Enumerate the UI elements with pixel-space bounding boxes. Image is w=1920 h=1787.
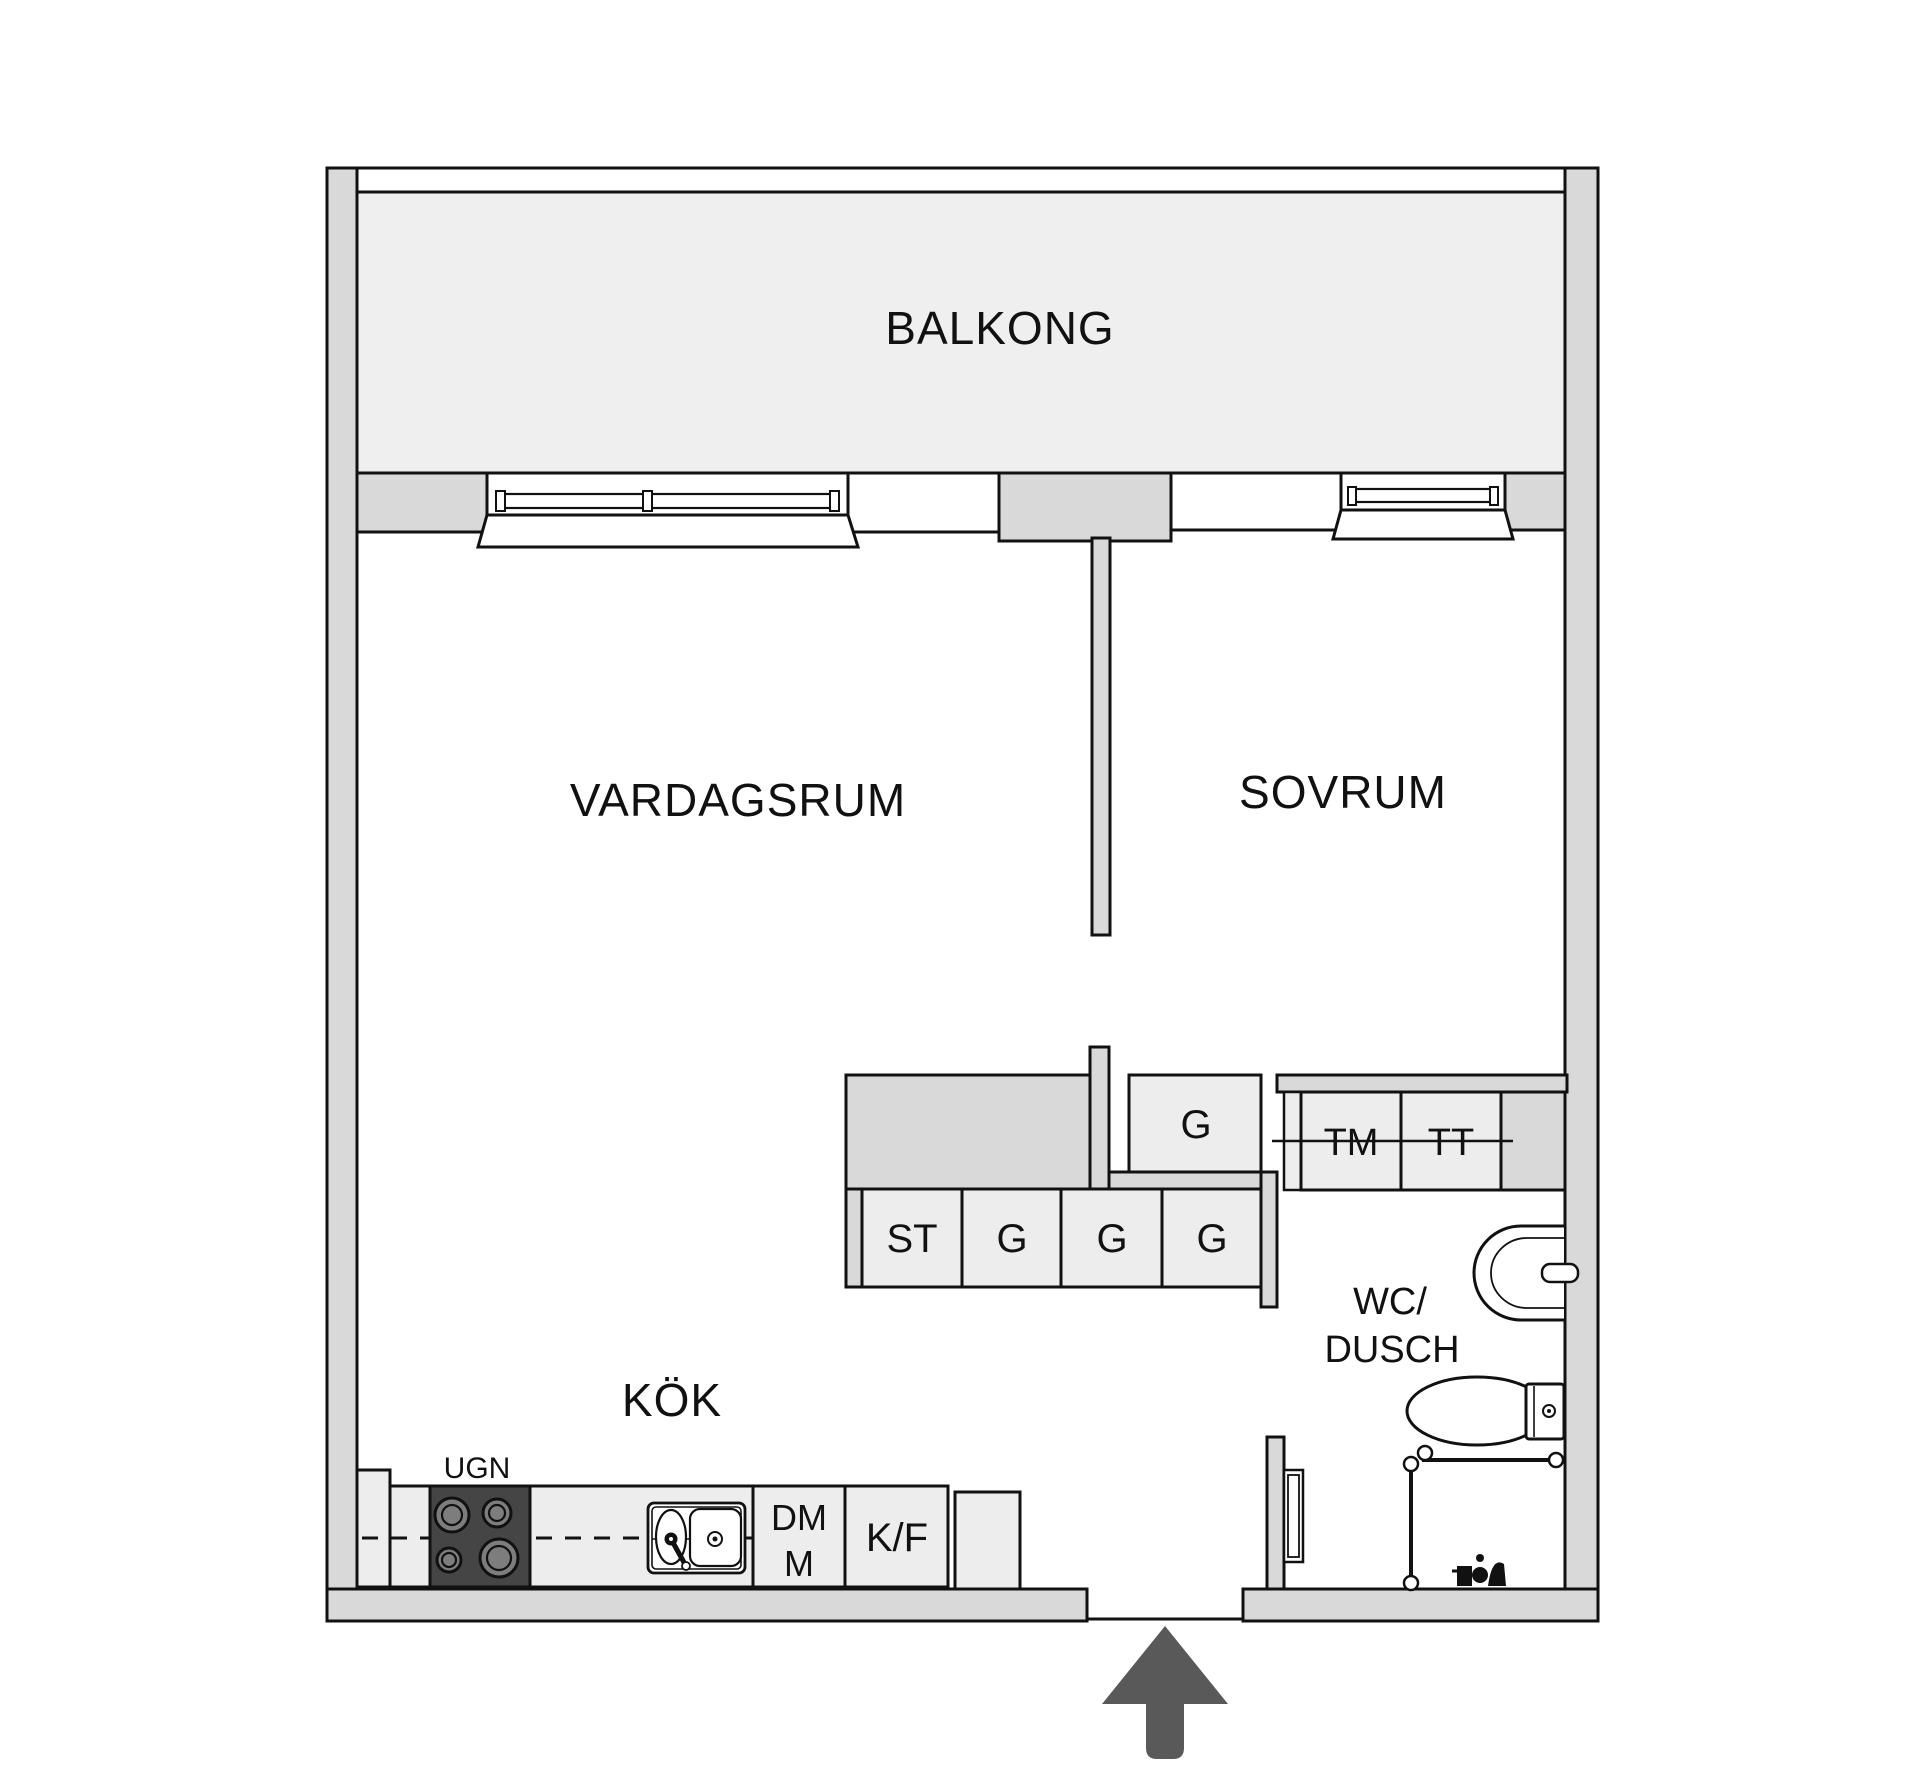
wall-balcony-left-segment [355,471,489,534]
kitchen-sink [646,1501,747,1575]
closet-g1-label: G [996,1217,1027,1261]
balcony-railing [355,166,1567,194]
wall-hall-main [844,1073,1092,1191]
wall-wc-left-upper [1259,1170,1279,1309]
balcony-door-block [997,471,1173,543]
living-room-label: VARDAGSRUM [570,774,906,826]
fridge-freezer-box [843,1484,950,1589]
micro-label: M [784,1543,814,1584]
wall-left-outer [325,166,359,1623]
closet-st-label: ST [886,1217,937,1261]
kitchen-end-cabinet [355,1468,392,1589]
wall-bottom-left [325,1587,1089,1623]
dishwasher-label: DM [771,1497,827,1538]
living-room-window-sill [476,513,861,549]
wall-closet-row-end [844,1187,864,1289]
bedroom-window [1331,471,1515,541]
kitchen-cabinet-entry-side [953,1490,1022,1591]
bathroom-sink [1472,1224,1580,1322]
dishwasher-box [751,1484,847,1589]
shower-drain-icon [1452,1554,1506,1586]
wall-bedroom-bottom-band [1275,1073,1569,1094]
wall-partition-living-bedroom [1090,536,1112,937]
shower-enclosure [1402,1444,1565,1592]
bathroom-label-line1: WC/ [1353,1281,1427,1323]
toilet [1405,1375,1566,1447]
closet-g3 [1160,1187,1263,1289]
entry-arrow-icon [1102,1626,1228,1759]
fridge-freezer-label: K/F [866,1516,928,1560]
closet-g3-label: G [1196,1217,1227,1261]
bedroom-label: SOVRUM [1239,766,1447,818]
wall-right-outer [1563,166,1600,1623]
wall-hall-stub [1088,1045,1111,1191]
wall-white-segment-bedroom [1169,471,1343,532]
closet-single-g-label: G [1180,1103,1211,1147]
dryer-label: TT [1428,1122,1474,1164]
balcony-door-panel [846,471,1001,534]
closet-g2-label: G [1096,1217,1127,1261]
entry-door-leaf [1282,1468,1305,1564]
balcony-floor [355,190,1567,475]
wall-balcony-right-segment [1503,471,1567,532]
bathroom-sink-faucet [1540,1262,1580,1284]
wall-under-closet-g [1107,1170,1263,1191]
bedroom-window-sill [1331,508,1515,541]
washing-machine-label: TM [1324,1122,1379,1164]
bathroom-label-line2: DUSCH [1324,1329,1459,1371]
kitchen-label: KÖK [622,1374,722,1426]
wall-bottom-right [1241,1587,1600,1623]
closet-single-g [1127,1073,1263,1174]
oven-label: UGN [444,1452,511,1485]
living-room-window [476,471,861,549]
stove [428,1484,532,1589]
balcony-label: BALKONG [885,302,1114,354]
wall-wc-left-lower [1265,1435,1286,1591]
